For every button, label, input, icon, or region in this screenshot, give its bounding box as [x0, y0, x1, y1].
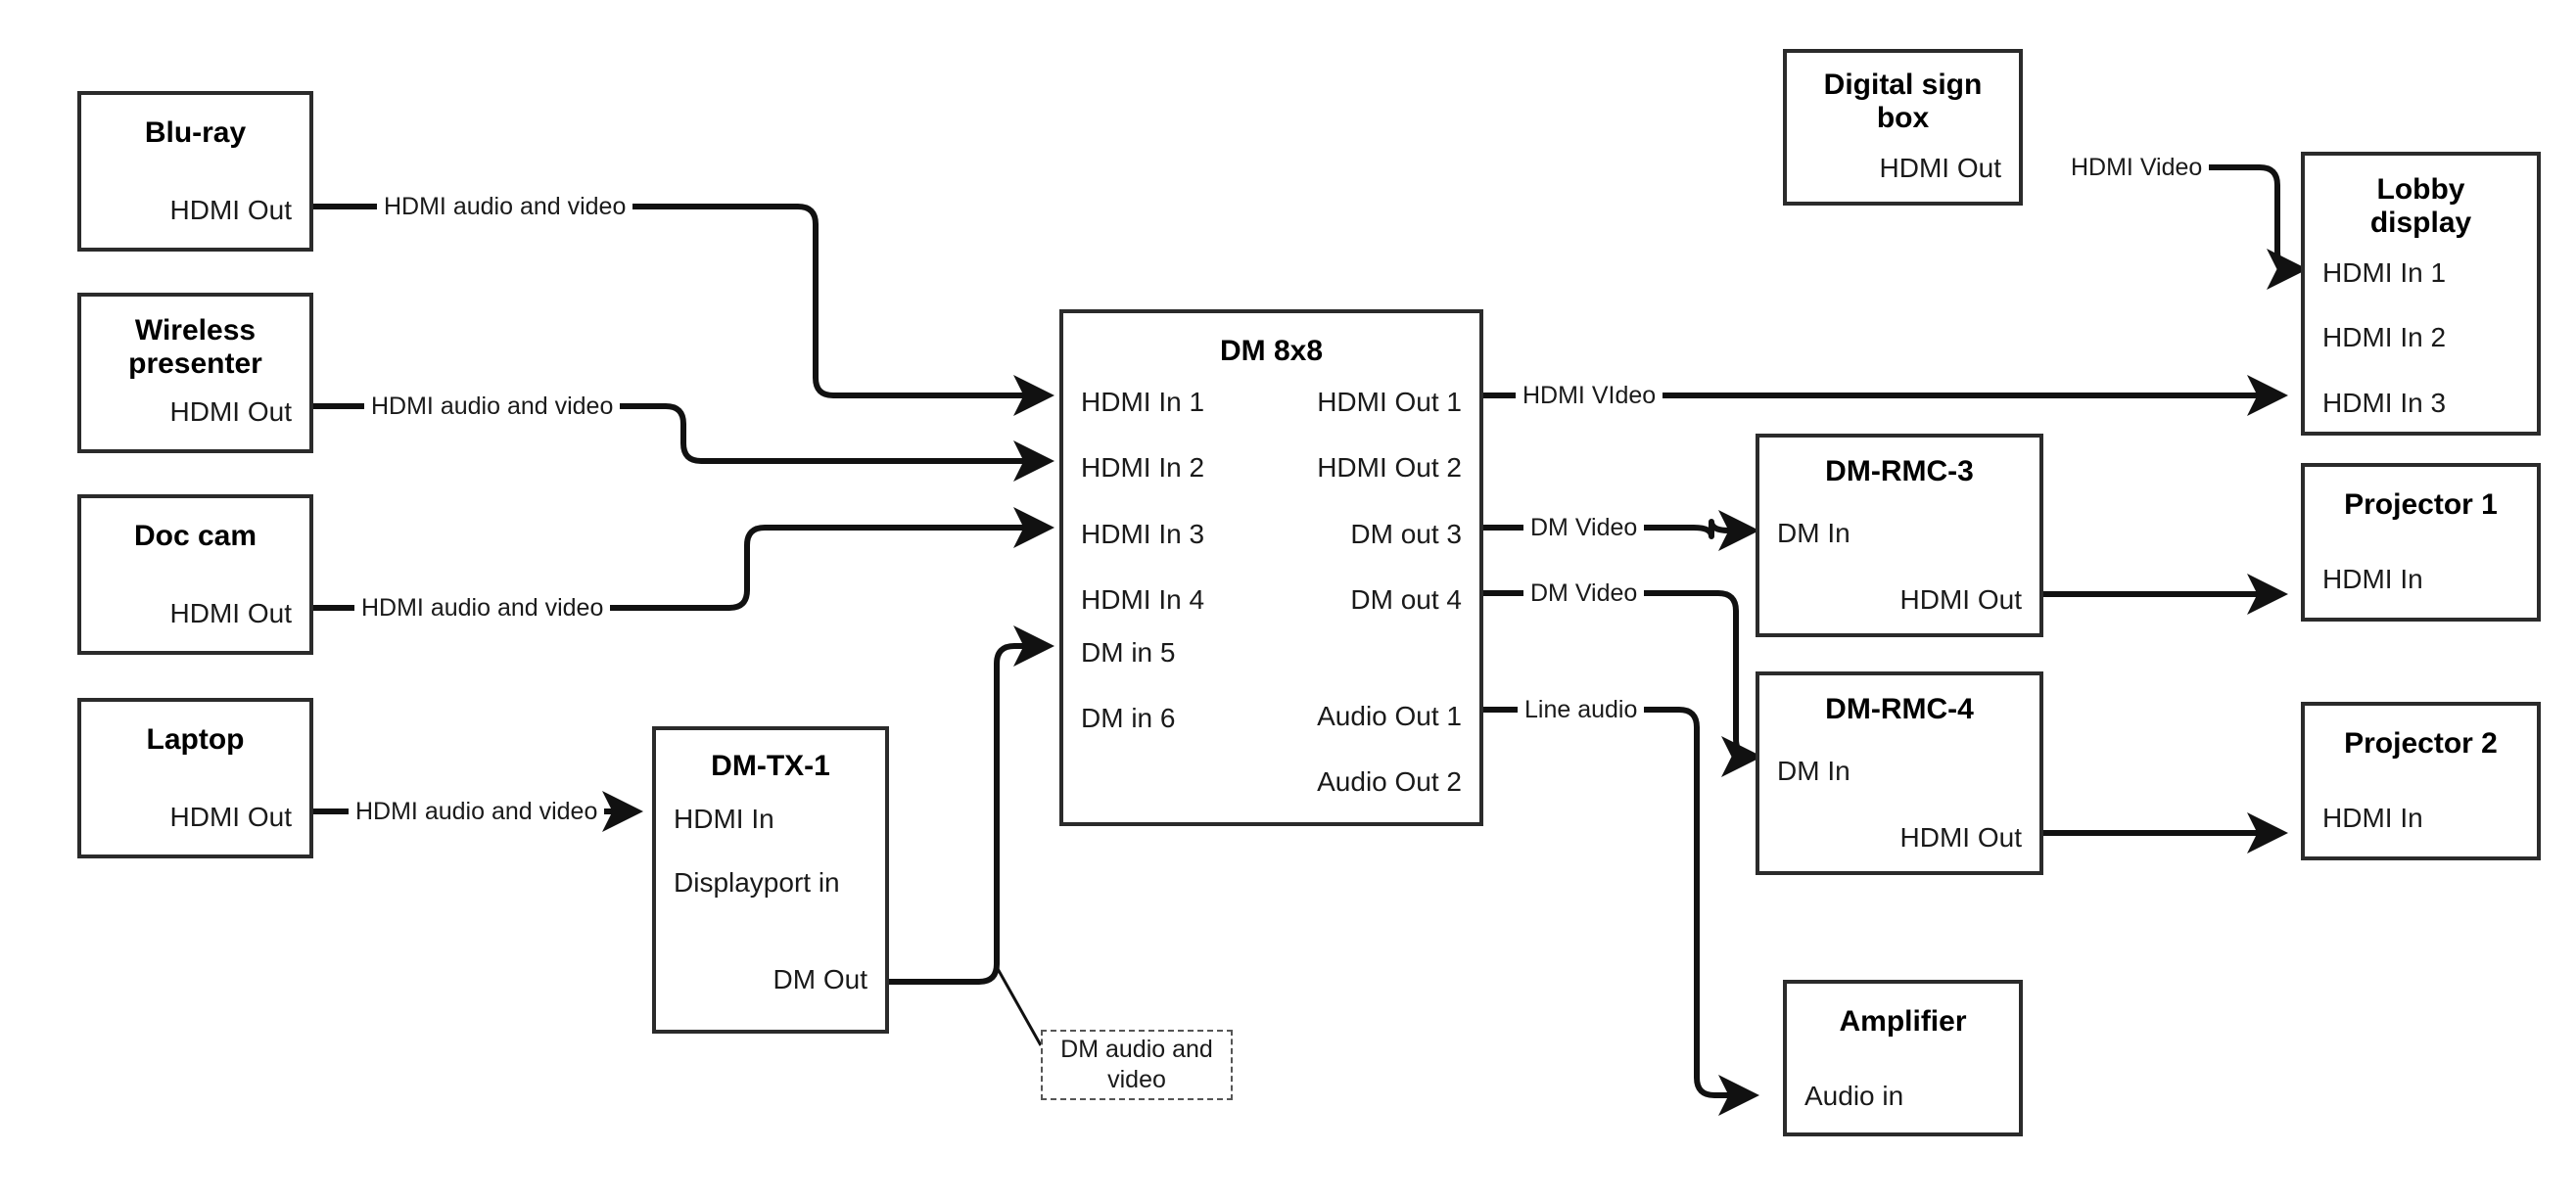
- port-lobby-hdmi-in-3: HDMI In 3: [2322, 388, 2447, 418]
- node-digital-sign-box[interactable]: Digital sign box HDMI Out: [1783, 49, 2023, 206]
- port-dm8x8-hdmi-in-3: HDMI In 3: [1081, 519, 1205, 549]
- node-dm-tx-1-title: DM-TX-1: [711, 750, 830, 782]
- node-doc-cam-title: Doc cam: [133, 520, 258, 552]
- node-projector-2-title: Projector 2: [2344, 727, 2498, 760]
- port-projector2-hdmi-in: HDMI In: [2322, 803, 2423, 833]
- wire-label-wireless: HDMI audio and video: [364, 394, 621, 419]
- node-dm-rmc-4[interactable]: DM-RMC-4 DM In HDMI Out: [1756, 671, 2043, 875]
- node-wireless-presenter-title: Wireless presenter: [128, 314, 262, 380]
- node-lobby-display-title: Lobby display: [2369, 173, 2472, 239]
- wire-dm8x8-to-amplifier: [1483, 707, 1759, 1116]
- node-projector-1[interactable]: Projector 1 HDMI In: [2301, 463, 2541, 622]
- port-dmrmc3-dm-in: DM In: [1777, 518, 1850, 548]
- callout-dm-audio-video: DM audio and video: [1041, 1030, 1233, 1100]
- callout-leader-line: [995, 966, 1043, 1046]
- wire-bluray-to-dm8x8: [313, 204, 1054, 416]
- port-dmtx1-dm-out: DM Out: [773, 964, 867, 994]
- port-doccam-hdmi-out: HDMI Out: [169, 598, 292, 628]
- wire-label-audio-out-1: Line audio: [1518, 698, 1645, 722]
- node-doc-cam[interactable]: Doc cam HDMI Out: [77, 494, 313, 655]
- wire-sign-to-lobby-in1: [2179, 164, 2308, 290]
- node-wireless-presenter[interactable]: Wireless presenter HDMI Out: [77, 293, 313, 453]
- port-laptop-hdmi-out: HDMI Out: [169, 802, 292, 832]
- port-projector1-hdmi-in: HDMI In: [2322, 564, 2423, 594]
- node-dm-rmc-3-title: DM-RMC-3: [1825, 455, 1974, 487]
- port-dm8x8-hdmi-out-1: HDMI Out 1: [1317, 387, 1462, 417]
- node-projector-2[interactable]: Projector 2 HDMI In: [2301, 702, 2541, 860]
- node-dm-tx-1[interactable]: DM-TX-1 HDMI In Displayport in DM Out: [652, 726, 889, 1034]
- port-dm8x8-hdmi-in-1: HDMI In 1: [1081, 387, 1205, 417]
- port-dm8x8-hdmi-in-2: HDMI In 2: [1081, 452, 1205, 483]
- port-digitalsign-hdmi-out: HDMI Out: [1879, 153, 2001, 183]
- wire-label-dm-out-4: DM Video: [1523, 581, 1645, 606]
- wire-label-doccam: HDMI audio and video: [354, 596, 611, 621]
- node-laptop[interactable]: Laptop HDMI Out: [77, 698, 313, 858]
- wire-label-hdmi-out-1: HDMI VIdeo: [1516, 384, 1663, 408]
- node-projector-1-title: Projector 1: [2344, 488, 2498, 521]
- node-dm-rmc-4-title: DM-RMC-4: [1825, 693, 1974, 725]
- node-lobby-display[interactable]: Lobby display HDMI In 1 HDMI In 2 HDMI I…: [2301, 152, 2541, 436]
- node-dm-8x8[interactable]: DM 8x8 HDMI In 1 HDMI In 2 HDMI In 3 HDM…: [1059, 309, 1483, 826]
- port-dm8x8-audio-out-2: Audio Out 2: [1317, 766, 1462, 797]
- node-laptop-title: Laptop: [146, 723, 245, 756]
- node-dm-8x8-title: DM 8x8: [1219, 335, 1324, 367]
- port-lobby-hdmi-in-1: HDMI In 1: [2322, 257, 2447, 288]
- port-dmtx1-displayport-in: Displayport in: [674, 867, 840, 898]
- node-bluray[interactable]: Blu-ray HDMI Out: [77, 91, 313, 252]
- port-bluray-hdmi-out: HDMI Out: [169, 195, 292, 225]
- wire-dm8x8-to-dmrmc4: [1483, 590, 1762, 777]
- wire-dmtx1-to-dm8x8: [889, 625, 1054, 985]
- port-dm8x8-hdmi-in-4: HDMI In 4: [1081, 584, 1205, 615]
- port-dmrmc4-hdmi-out: HDMI Out: [1899, 822, 2022, 853]
- wire-label-sign-to-lobby: HDMI Video: [2064, 156, 2210, 180]
- node-digital-sign-box-title: Digital sign box: [1823, 69, 1983, 134]
- wire-label-laptop: HDMI audio and video: [349, 800, 605, 824]
- port-dm8x8-hdmi-out-2: HDMI Out 2: [1317, 452, 1462, 483]
- port-dmrmc4-dm-in: DM In: [1777, 756, 1850, 786]
- node-dm-rmc-3[interactable]: DM-RMC-3 DM In HDMI Out: [1756, 434, 2043, 637]
- port-dm8x8-dm-out-4: DM out 4: [1350, 584, 1462, 615]
- port-wireless-hdmi-out: HDMI Out: [169, 396, 292, 427]
- node-bluray-title: Blu-ray: [144, 116, 247, 149]
- node-amplifier-title: Amplifier: [1839, 1005, 1967, 1038]
- wire-label-bluray: HDMI audio and video: [377, 195, 633, 219]
- node-amplifier[interactable]: Amplifier Audio in: [1783, 980, 2023, 1136]
- port-amplifier-audio-in: Audio in: [1804, 1081, 1904, 1111]
- port-dmtx1-hdmi-in: HDMI In: [674, 804, 774, 834]
- port-dmrmc3-hdmi-out: HDMI Out: [1899, 584, 2022, 615]
- wire-label-dm-out-3: DM Video: [1523, 516, 1645, 540]
- port-dm8x8-dm-in-5: DM in 5: [1081, 637, 1176, 668]
- port-dm8x8-audio-out-1: Audio Out 1: [1317, 701, 1462, 731]
- port-dm8x8-dm-out-3: DM out 3: [1350, 519, 1462, 549]
- port-lobby-hdmi-in-2: HDMI In 2: [2322, 322, 2447, 352]
- port-dm8x8-dm-in-6: DM in 6: [1081, 703, 1176, 733]
